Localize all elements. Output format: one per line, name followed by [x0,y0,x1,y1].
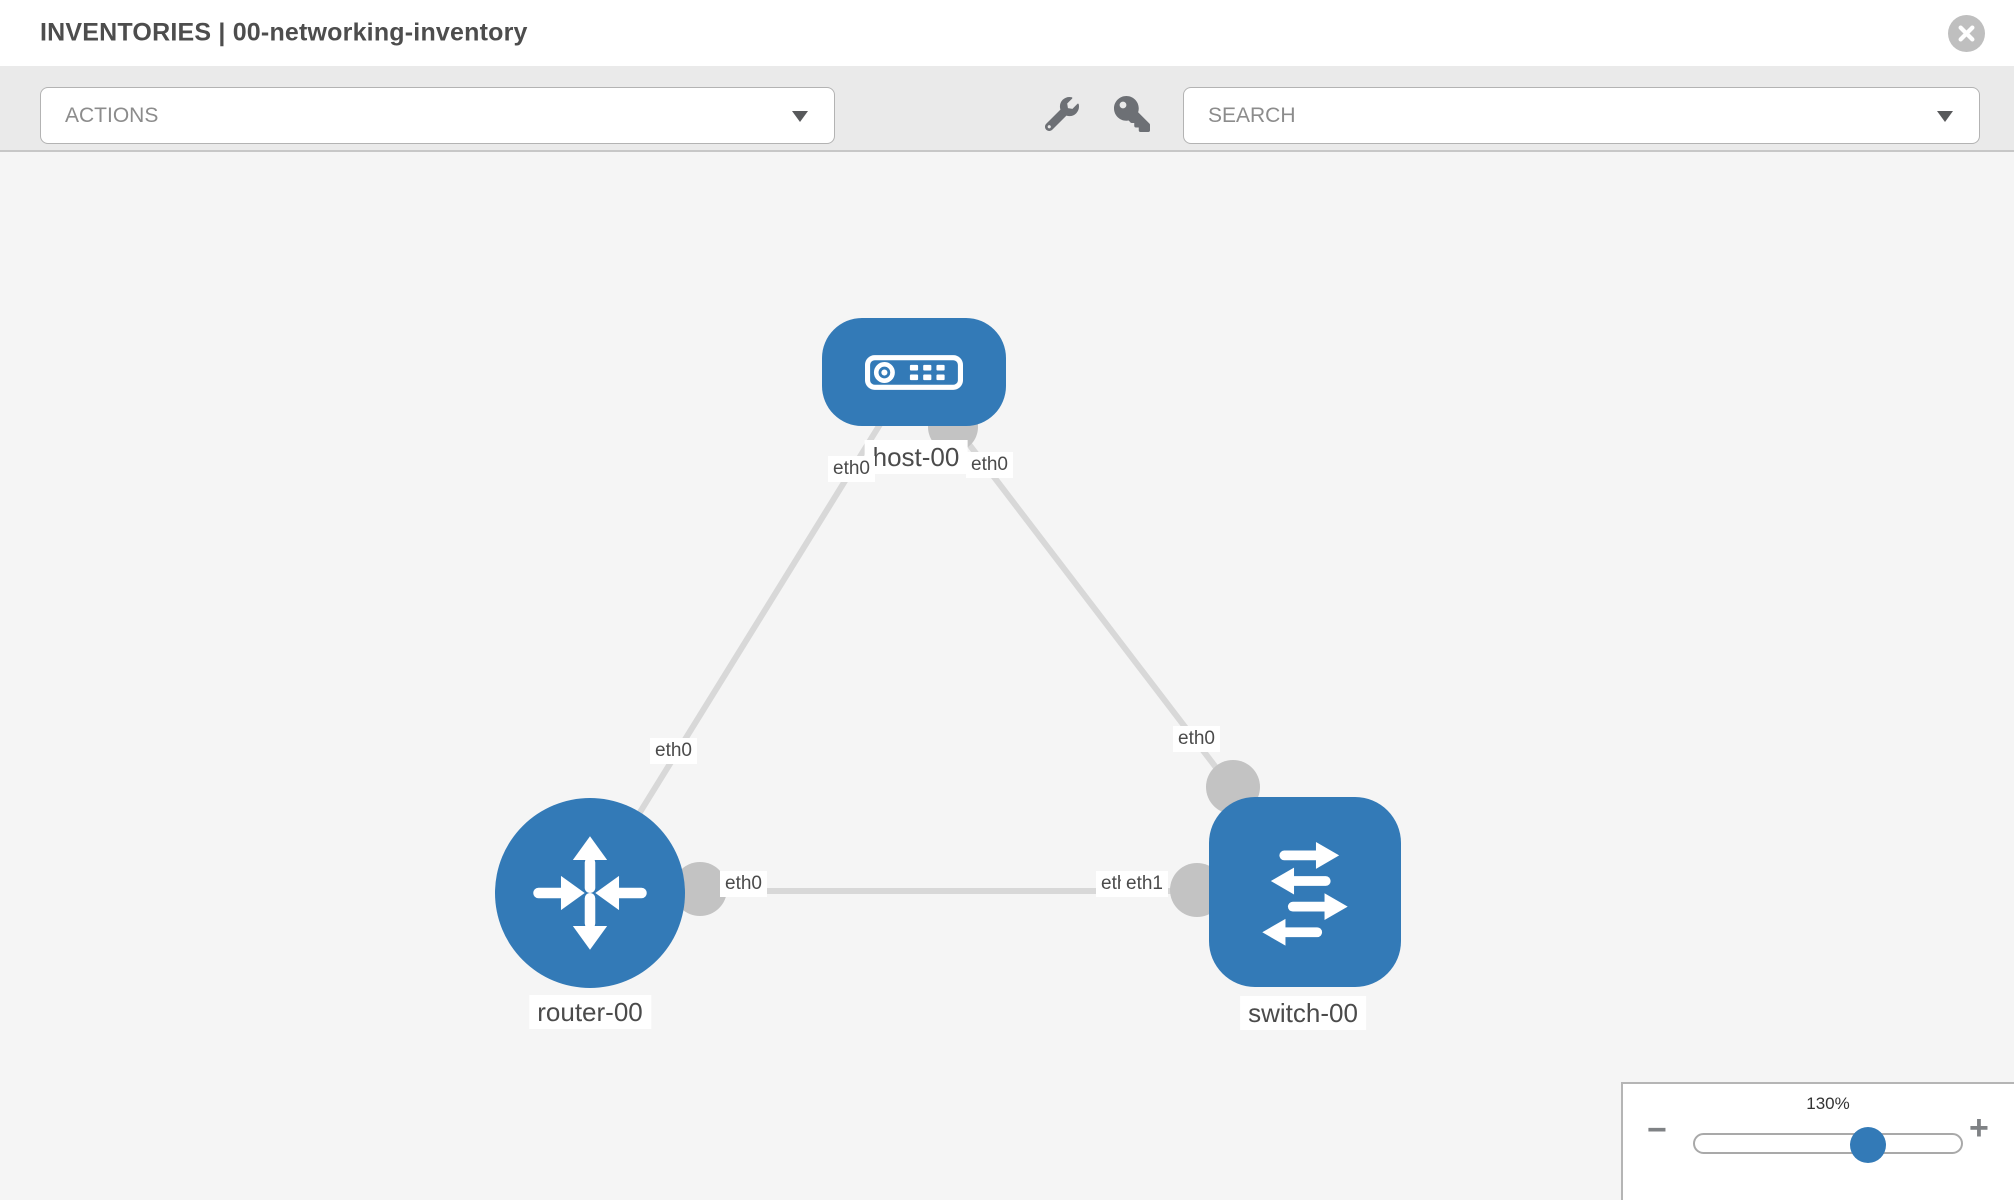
node-label-host: host-00 [864,440,968,474]
iface-label: eth0 [828,456,875,482]
actions-dropdown-label: ACTIONS [65,103,159,127]
actions-dropdown[interactable]: ACTIONS [40,87,835,144]
node-label-switch: switch-00 [1240,996,1366,1030]
node-label-router: router-00 [529,995,651,1029]
search-dropdown-label: SEARCH [1208,103,1296,127]
credentials-button[interactable] [1113,95,1151,133]
close-icon [1958,25,1975,42]
search-dropdown[interactable]: SEARCH [1183,87,1980,144]
topology-canvas[interactable]: host-00 router-00 switch-00 eth0 eth0 et… [0,152,2014,1200]
iface-label: eth0 [650,738,697,764]
zoom-out-button[interactable]: − [1647,1111,1667,1149]
switch-icon [1262,841,1348,946]
zoom-level-value: 130% [1806,1094,1850,1113]
iface-label: eth1 [1121,871,1168,897]
tools-button[interactable] [1043,95,1081,133]
wrench-icon [1045,97,1079,131]
node-router-00[interactable] [495,798,685,988]
chevron-down-icon [792,110,808,122]
zoom-slider-thumb[interactable] [1850,1127,1886,1163]
close-button[interactable] [1948,15,1985,52]
key-icon [1114,96,1150,132]
iface-label: eth0 [1173,726,1220,752]
links-layer [585,369,1260,917]
host-icon [865,354,963,390]
node-host-00[interactable] [822,318,1006,426]
zoom-control-panel: 130% − + [1621,1082,2014,1200]
zoom-in-button[interactable]: + [1969,1109,1989,1147]
iface-label: eth0 [720,871,767,897]
port-circle-router [673,862,727,916]
router-icon [533,836,647,950]
iface-label: eth0 [966,452,1013,478]
header-bar: INVENTORIES | 00-networking-inventory [0,0,2014,66]
zoom-slider-track[interactable] [1693,1127,1963,1163]
toolbar: ACTIONS SEARCH [0,66,2014,152]
chevron-down-icon [1937,110,1953,122]
node-switch-00[interactable] [1209,797,1401,987]
page-title: INVENTORIES | 00-networking-inventory [40,18,528,47]
